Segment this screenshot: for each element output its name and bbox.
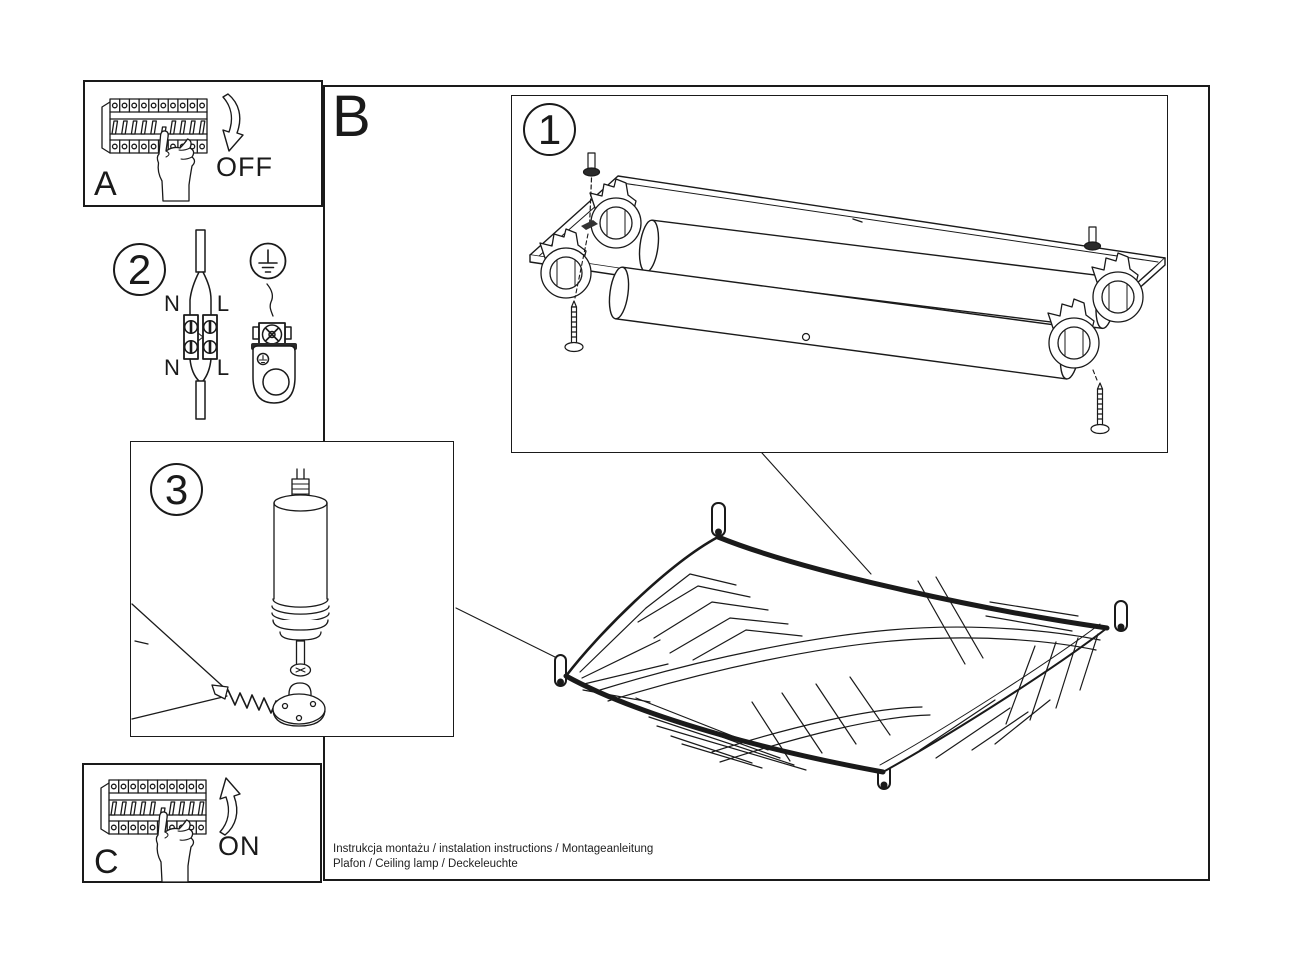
- arrow-down-icon: [223, 94, 243, 151]
- fabric-edge-line: [132, 604, 229, 692]
- breaker-off-drawing: [101, 82, 325, 202]
- step2-number: 2: [127, 245, 152, 293]
- cable-bottom: [196, 381, 205, 419]
- panel-a-state: OFF: [216, 152, 273, 182]
- wire-label-n-top: N: [164, 291, 180, 316]
- step1-number: 1: [537, 105, 562, 153]
- keyhole-slot: [581, 220, 598, 230]
- arrow-up-icon: [220, 778, 240, 835]
- through-screw: [291, 641, 311, 676]
- fabric-corner-tab: [212, 685, 228, 699]
- step3-number-badge: 3: [150, 463, 203, 516]
- wire-label-n-bottom: N: [164, 355, 180, 380]
- fabric-pattern: [580, 574, 1100, 770]
- plate-screw-top-right: [1085, 227, 1101, 250]
- suspension-detail-drawing: [131, 442, 455, 738]
- mounting-screw-left: [565, 301, 583, 352]
- panel-a-label: A: [94, 165, 117, 203]
- tube-socket: [540, 179, 1143, 368]
- earth-symbol-icon: [251, 244, 286, 279]
- lamp-frame-drawing: [512, 96, 1169, 454]
- step3-panel: 3: [130, 441, 454, 737]
- footer-title-line1: Instrukcja montażu / instalation instruc…: [333, 843, 654, 855]
- wire-label-l-top: L: [216, 291, 230, 316]
- panel-c-label: C: [94, 843, 119, 881]
- fabric-edge-line: [132, 696, 227, 719]
- step2-number-badge: 2: [113, 243, 166, 296]
- canopy-drawing: [450, 450, 1210, 880]
- earth-terminal: [253, 323, 291, 346]
- mounting-screw-right: [1091, 383, 1109, 434]
- breaker-on-drawing: [100, 765, 324, 883]
- step3-number: 3: [164, 465, 189, 513]
- step1-panel: 1: [511, 95, 1168, 453]
- leader-line-step3: [456, 608, 557, 658]
- leader-line-step1: [762, 453, 871, 574]
- suspension-cylinder: [272, 469, 329, 640]
- footer-title-line2: Plafon / Ceiling lamp / Deckeleuchte: [333, 858, 518, 870]
- terminal-block: [184, 315, 217, 359]
- plate-screw-top-left: [584, 153, 600, 227]
- wiring-diagram: [160, 228, 297, 423]
- fabric-shade: [566, 537, 1107, 772]
- section-b-label: B: [332, 84, 371, 149]
- mounting-bracket: [251, 343, 297, 403]
- wire-label-l-bottom: L: [216, 355, 230, 380]
- panel-c-state: ON: [218, 831, 261, 861]
- step1-number-badge: 1: [523, 103, 576, 156]
- panel-c: C ON: [82, 763, 322, 883]
- canopy-disc: [273, 683, 325, 726]
- panel-a: A OFF: [83, 80, 323, 207]
- corner-pin: [555, 503, 1127, 789]
- cable-top: [196, 230, 205, 272]
